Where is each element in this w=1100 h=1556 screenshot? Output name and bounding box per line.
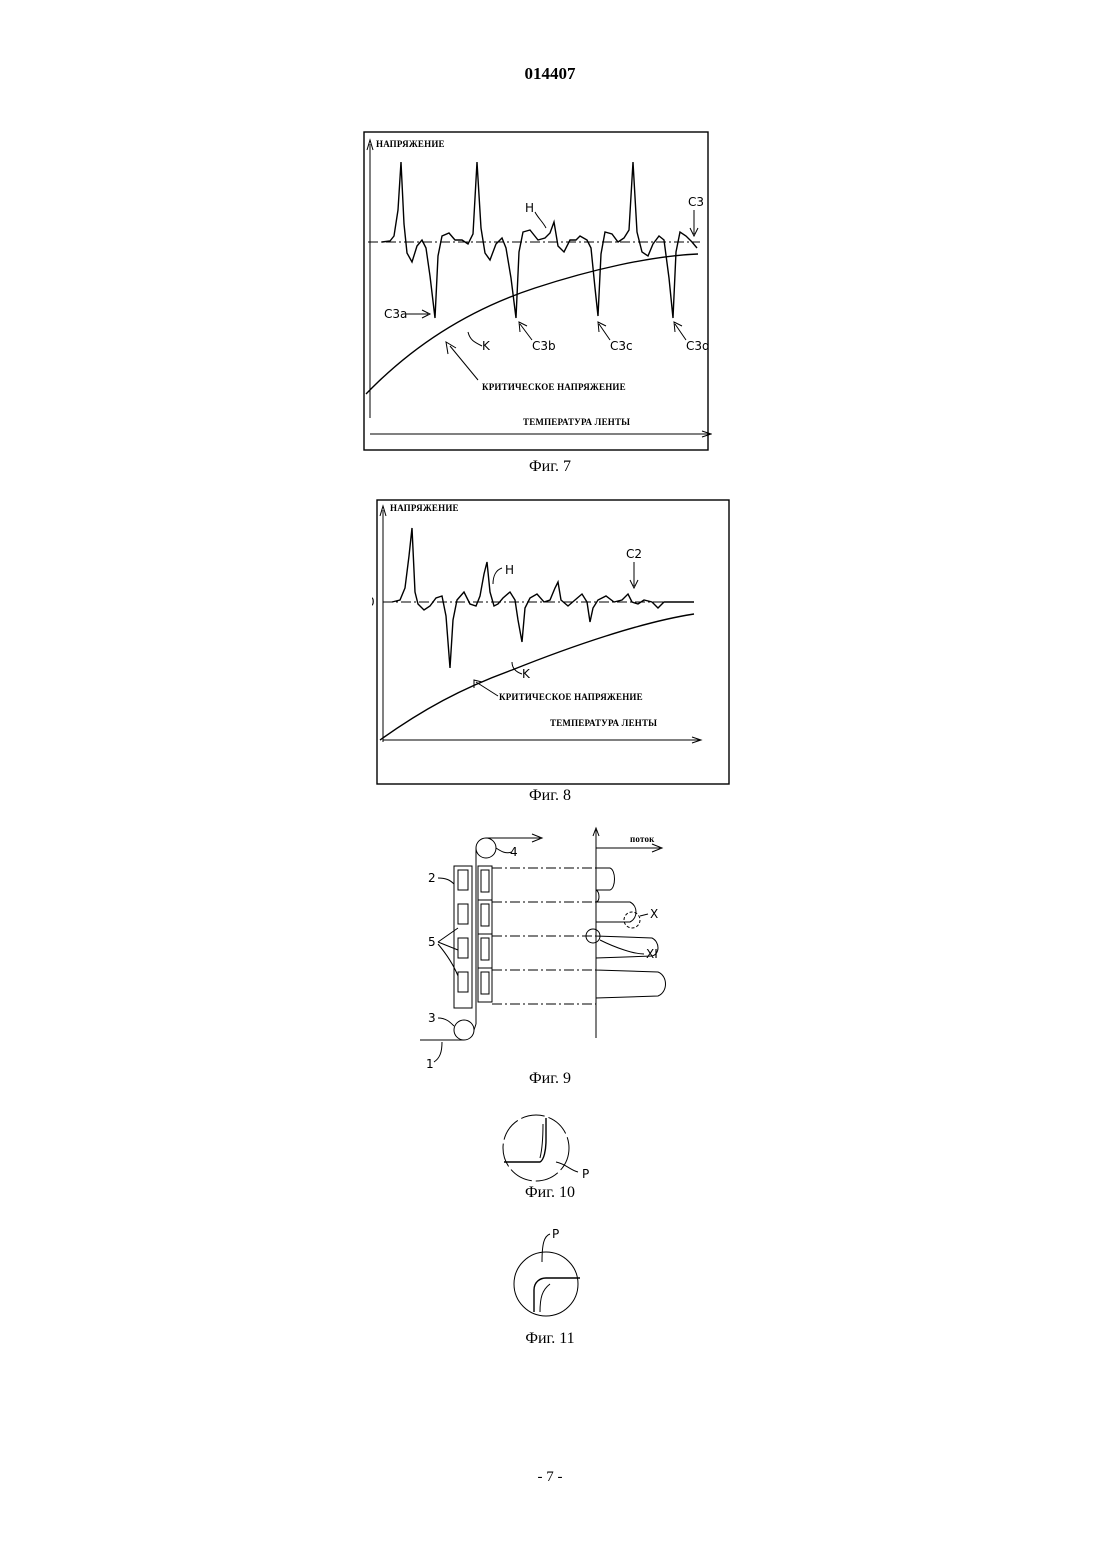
fig9-ref-5: 5	[428, 935, 436, 949]
fig7-curve-label: КРИТИЧЕСКОЕ НАПРЯЖЕНИЕ	[482, 382, 626, 392]
fig7-arrow-c3c	[598, 322, 610, 340]
fig7-critical-curve-k	[366, 254, 698, 394]
fig9-ref-x: X	[650, 907, 658, 921]
fig8-label-k: K	[522, 667, 531, 681]
fig7-arrow-c3b	[519, 322, 532, 340]
fig9-ref-3: 3	[428, 1011, 436, 1025]
fig7-y-label: НАПРЯЖЕНИЕ	[376, 139, 445, 149]
fig11-detail: P	[506, 1222, 596, 1322]
fig9-ref-4: 4	[510, 845, 518, 859]
fig7-label-k: K	[482, 339, 491, 353]
document-number: 014407	[0, 64, 1100, 84]
fig9-ref-1: 1	[426, 1057, 434, 1071]
fig7-caption: Фиг. 7	[0, 458, 1100, 476]
page-number: - 7 -	[0, 1469, 1100, 1486]
fig9-frame-2	[454, 866, 472, 1008]
fig7-label-c3: C3	[688, 195, 704, 209]
fig7-frame	[364, 132, 708, 450]
fig9-cell	[458, 938, 468, 958]
fig10-caption: Фиг. 10	[0, 1184, 1100, 1202]
fig10-detail: P	[496, 1110, 606, 1184]
fig8-x-label: ТЕМПЕРАТУРА ЛЕНТЫ	[550, 718, 657, 728]
fig9-roll-4	[476, 838, 496, 858]
fig7-label-c3a: C3a	[384, 307, 407, 321]
fig9-strip-exit-arrow	[486, 834, 542, 842]
fig9-flow-label: поток	[630, 834, 655, 844]
fig9-flow-profile	[596, 868, 666, 998]
fig7-label-c3d: C3d	[686, 339, 710, 353]
fig8-leader-critical	[476, 682, 498, 696]
fig10-ref-p: P	[582, 1167, 589, 1181]
fig11-profile	[534, 1278, 580, 1312]
fig9-cell	[458, 904, 468, 924]
fig11-ref-p: P	[552, 1227, 559, 1241]
fig7-arrow-c3	[690, 210, 698, 236]
fig7-oscillation-h	[382, 162, 697, 318]
fig10-leader	[556, 1162, 578, 1172]
fig10-profile	[504, 1118, 546, 1162]
fig8-frame	[377, 500, 729, 784]
fig9-cell	[458, 972, 468, 992]
fig11-leader	[542, 1234, 550, 1262]
fig8-label-h: H	[505, 563, 514, 577]
fig11-circle	[514, 1252, 578, 1316]
fig7-label-h: H	[525, 201, 534, 215]
fig8-chart: НАПРЯЖЕНИЕ ТЕМПЕРАТУРА ЛЕНТЫ 0 H C2 K КР…	[372, 496, 734, 788]
fig9-caption: Фиг. 9	[0, 1070, 1100, 1088]
fig8-zero-label: 0	[372, 595, 375, 609]
fig7-chart: НАПРЯЖЕНИЕ ТЕМПЕРАТУРА ЛЕНТЫ H C3 C3a K …	[360, 128, 712, 454]
fig9-ref-xi: XI	[646, 947, 658, 961]
fig7-label-c3c: C3c	[610, 339, 633, 353]
fig9-cell	[458, 870, 468, 890]
fig7-leader-critical	[450, 346, 478, 380]
fig7-leader-k	[468, 332, 482, 346]
fig9-detail-x-circle	[624, 912, 640, 928]
fig8-label-c2: C2	[626, 547, 642, 561]
fig8-leader-h	[493, 568, 502, 584]
fig7-label-c3b: C3b	[532, 339, 556, 353]
fig8-caption: Фиг. 8	[0, 787, 1100, 805]
fig8-arrow-c2	[630, 562, 638, 588]
fig7-arrow-c3d	[674, 322, 686, 340]
fig7-leader-h	[535, 212, 546, 228]
fig9-diagram: 4 поток X XI 2 5 3 1	[420, 826, 690, 1074]
fig8-oscillation-h	[392, 528, 694, 668]
fig9-ref-2: 2	[428, 871, 436, 885]
fig9-flow-arrow	[596, 844, 662, 852]
fig11-caption: Фиг. 11	[0, 1330, 1100, 1348]
fig7-arrow-c3a	[406, 310, 430, 318]
fig8-y-label: НАПРЯЖЕНИЕ	[390, 503, 459, 513]
fig9-roll-3	[454, 1020, 474, 1040]
fig7-x-label: ТЕМПЕРАТУРА ЛЕНТЫ	[523, 417, 630, 427]
fig10-circle	[503, 1115, 569, 1181]
fig8-curve-label: КРИТИЧЕСКОЕ НАПРЯЖЕНИЕ	[499, 692, 643, 702]
